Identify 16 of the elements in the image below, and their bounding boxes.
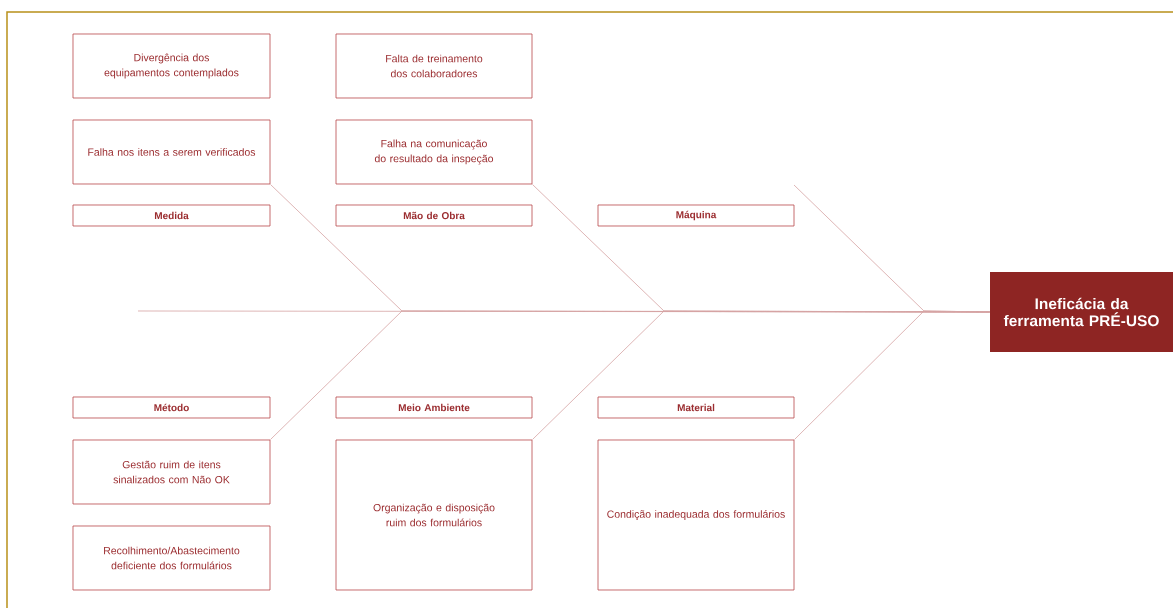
category-box: Meio Ambiente [335,396,533,419]
cause-box: Organização e disposição ruim dos formulários [335,439,533,591]
cause-box: Condição inadequada dos formulários [597,439,795,591]
fishbone-line [794,310,991,440]
cause-box: Falta de treinamento dos colaboradores [335,33,533,99]
effect-box: Ineficácia da ferramenta PRÉ-USO [990,272,1173,352]
cause-box: Falha na comunicação do resultado da inspeção [335,119,533,185]
cause-box: Falha nos itens a serem verificados [72,119,271,185]
category-box: Método [72,396,271,419]
category-box: Material [597,396,795,419]
cause-box: Gestão ruim de itens sinalizados com Não OK [72,439,271,505]
cause-box: Divergência dos equipamentos contemplados [72,33,271,99]
category-box: Mão de Obra [335,204,533,227]
category-box: Máquina [597,204,795,227]
cause-box: Recolhimento/Abastecimento deficiente dos formulários [72,525,271,591]
category-box: Medida [72,204,271,227]
